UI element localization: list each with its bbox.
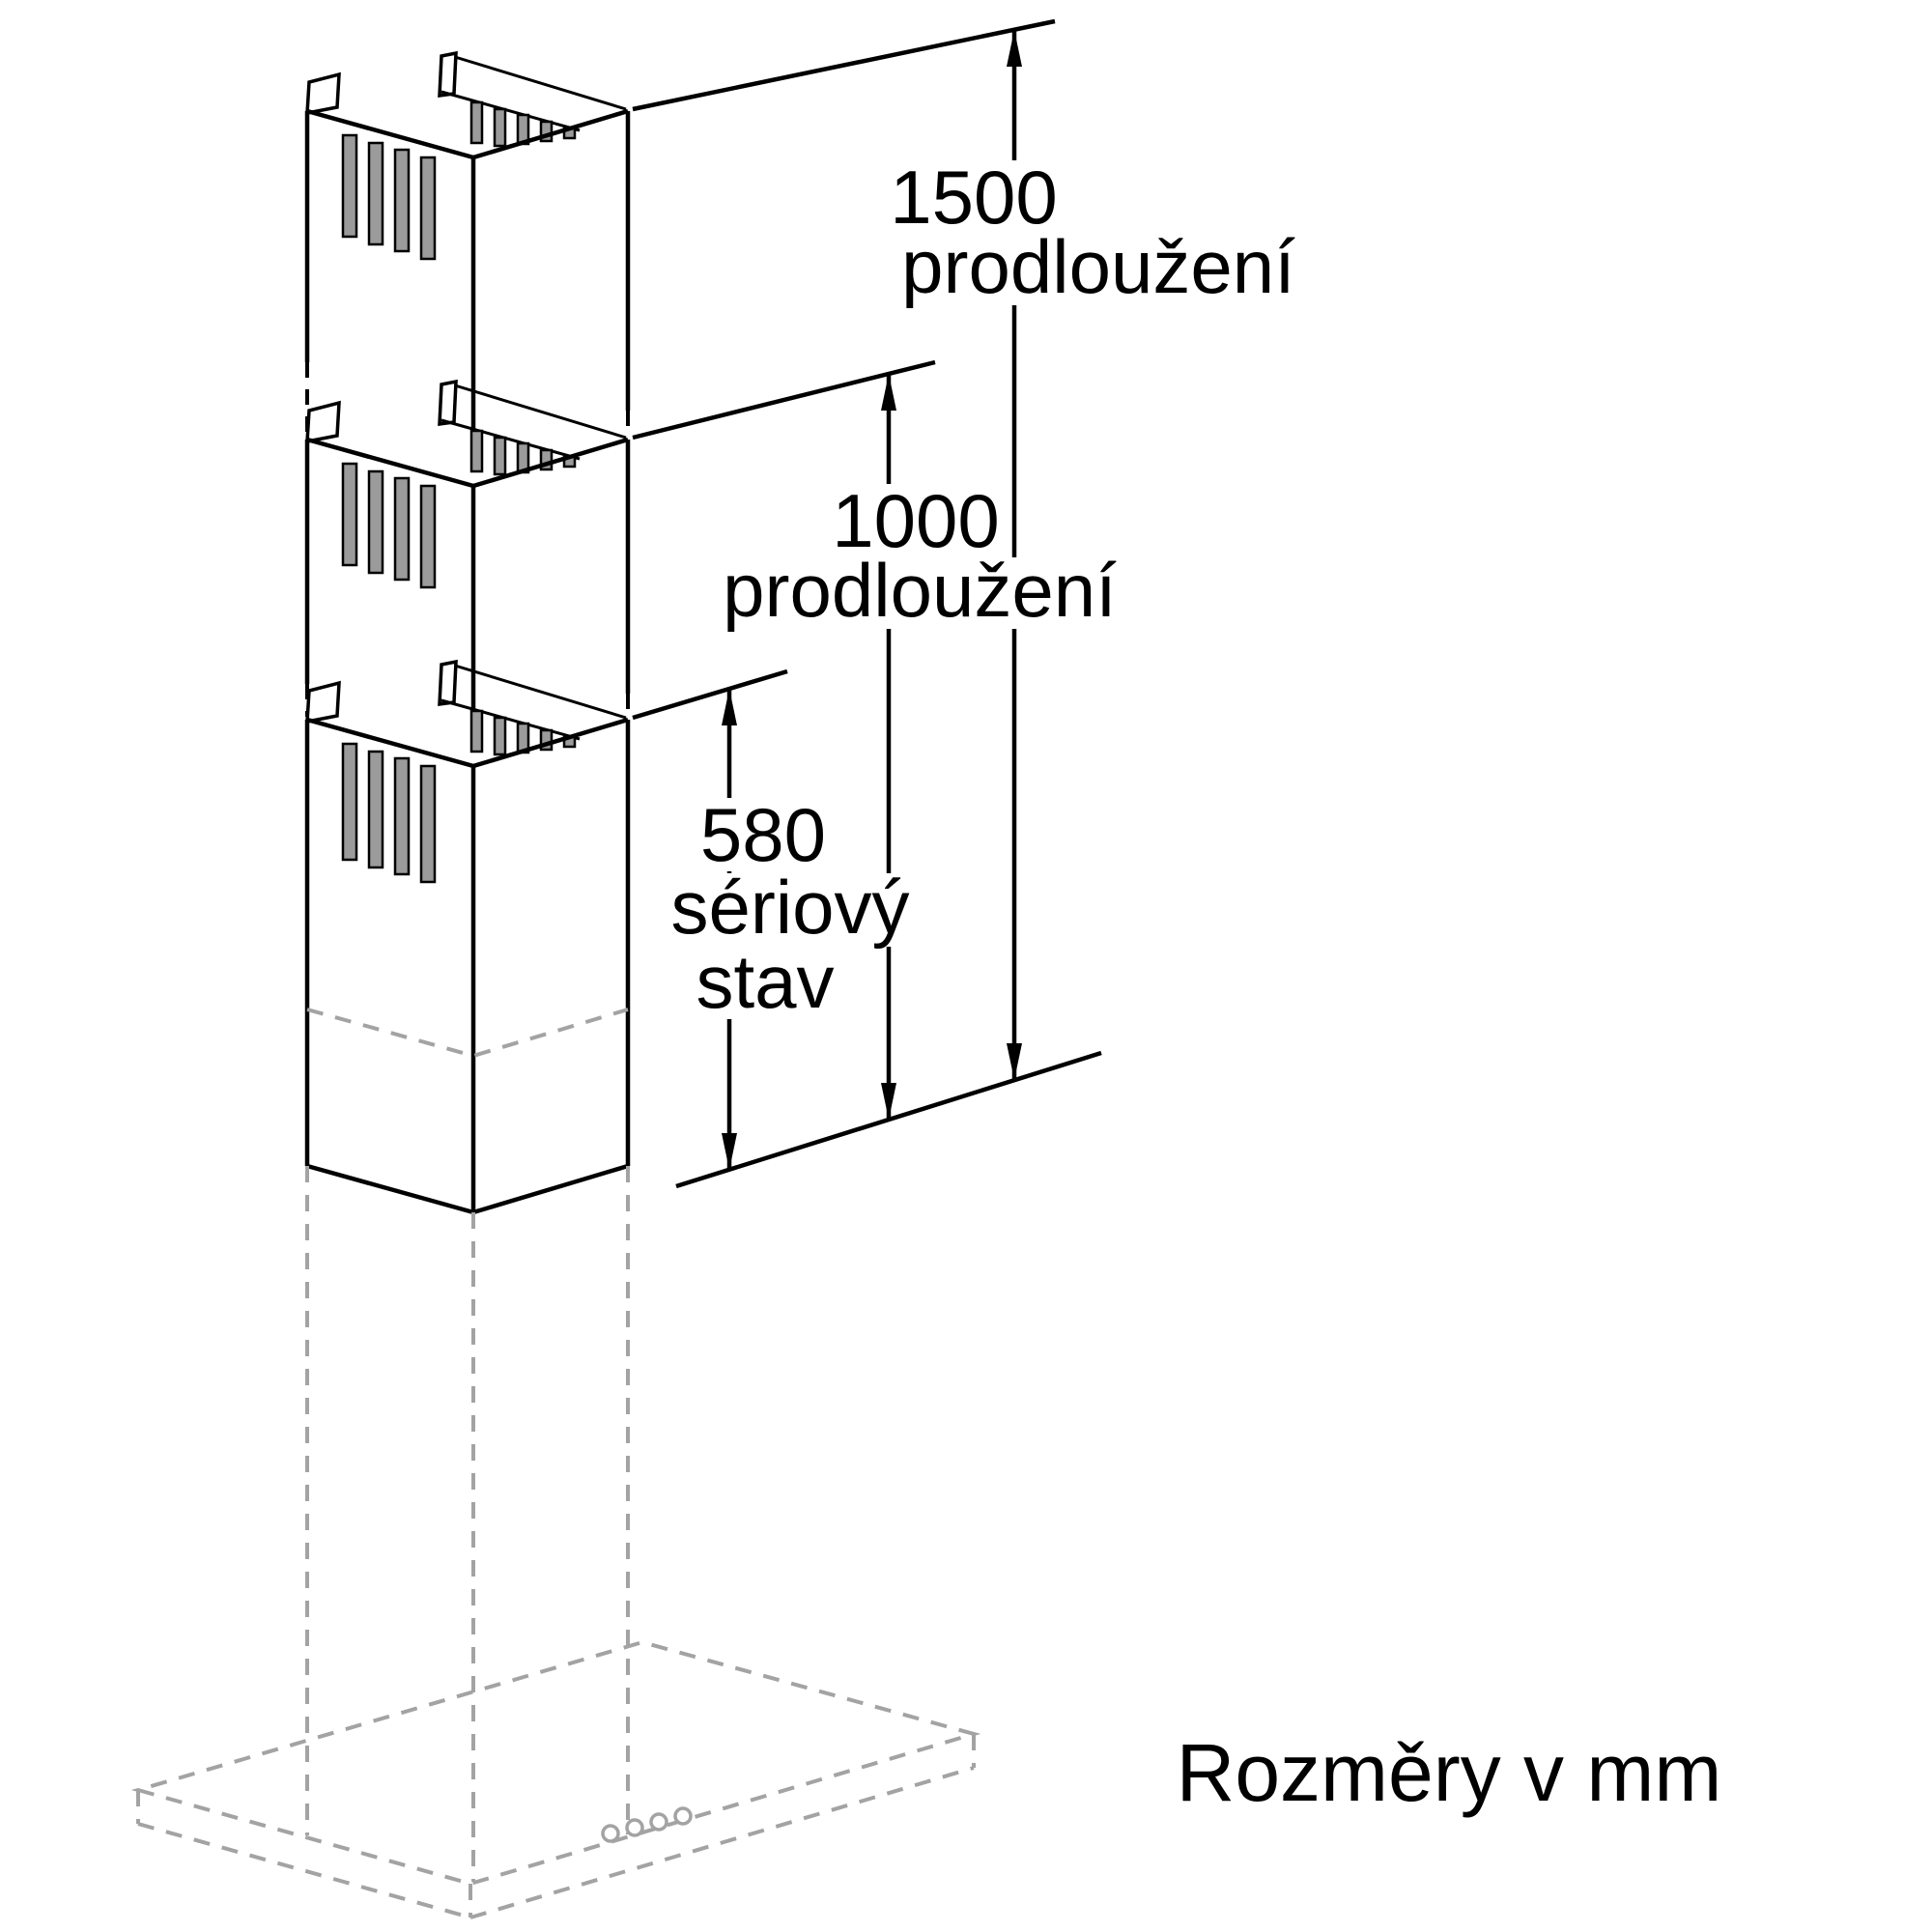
right-top-rim xyxy=(472,717,629,769)
label-background xyxy=(884,234,1314,305)
mounting-flap xyxy=(305,71,341,116)
dimension-value-580: 580 xyxy=(700,792,826,877)
inner-liner-rim xyxy=(440,90,581,132)
dimension-value-1000: 1000 xyxy=(832,478,1000,563)
right-top-rim xyxy=(472,437,629,489)
chimney-upper-extension-section xyxy=(304,50,631,502)
front-top-rim xyxy=(306,437,474,489)
inner-liner-rim xyxy=(440,418,581,461)
inner-duct-tab xyxy=(438,659,458,707)
vent-slot xyxy=(469,429,484,473)
vent-slot xyxy=(469,100,484,145)
front-vent-slots xyxy=(341,462,437,589)
vent-slot xyxy=(341,462,358,567)
vent-slot xyxy=(341,742,358,862)
arrowhead-down xyxy=(1007,1043,1022,1080)
dimension-1000: 1000 prodloužení xyxy=(632,359,1135,1120)
vent-slot xyxy=(539,728,554,752)
telescopic-inner-duct-ghost xyxy=(305,1008,630,1882)
front-vent-slots xyxy=(341,133,437,261)
mounting-flap xyxy=(305,680,341,724)
top-vent-slots xyxy=(469,100,577,148)
inner-liner-rim xyxy=(440,698,581,741)
dimension-value-1500: 1500 xyxy=(890,155,1058,240)
right-face xyxy=(473,720,628,1212)
dimension-caption-1500: prodloužení xyxy=(901,224,1295,309)
label-background xyxy=(887,160,1061,234)
vent-slot xyxy=(493,107,507,148)
hood-button xyxy=(649,1812,668,1832)
vent-slot xyxy=(493,436,507,476)
arrowhead-down xyxy=(722,1133,737,1170)
hood-top-face xyxy=(130,1639,981,1887)
back-rim-edge xyxy=(454,664,627,720)
chimney-standard-section xyxy=(304,659,631,1215)
dimension-caption-580-line2: stav xyxy=(696,939,834,1024)
extension-reference-line xyxy=(632,18,1056,112)
hood-button xyxy=(673,1806,693,1826)
chimney-middle-extension-section xyxy=(304,379,631,782)
hood-bottom-right-edge xyxy=(469,1766,975,1919)
dimension-caption-1000: prodloužení xyxy=(723,548,1117,633)
label-background xyxy=(696,798,832,871)
vent-slot xyxy=(341,133,358,239)
vent-slot xyxy=(419,484,437,589)
hood-button xyxy=(601,1824,620,1843)
right-face xyxy=(473,440,628,782)
vent-slot xyxy=(393,476,411,582)
vent-slot xyxy=(393,756,411,876)
extension-reference-line xyxy=(632,359,936,440)
vent-slot xyxy=(393,148,411,253)
arrowhead-down xyxy=(881,1083,896,1120)
inner-duct-tab xyxy=(438,379,458,427)
hood-control-buttons xyxy=(601,1806,693,1843)
vent-slot xyxy=(367,750,384,869)
front-vent-slots xyxy=(341,742,437,884)
dimension-580: 580 sériový stav xyxy=(632,668,928,1170)
arrowhead-up xyxy=(722,689,737,725)
right-top-rim xyxy=(472,108,629,160)
vent-slot xyxy=(367,469,384,575)
vent-slot xyxy=(419,764,437,884)
label-background xyxy=(705,557,1135,629)
front-top-rim xyxy=(306,108,474,160)
dimension-caption-580-line1: sériový xyxy=(670,865,909,950)
front-bottom-rim xyxy=(306,1163,474,1215)
label-background xyxy=(829,484,1003,557)
front-face xyxy=(307,111,473,502)
vent-slot xyxy=(469,709,484,753)
right-bottom-rim xyxy=(472,1163,629,1215)
dimension-1500: 1500 prodloužení xyxy=(632,18,1314,1080)
back-rim-edge xyxy=(454,55,627,111)
mounting-flap xyxy=(305,400,341,444)
vent-slot xyxy=(493,716,507,756)
vent-slot xyxy=(367,141,384,246)
front-face xyxy=(307,720,473,1212)
label-background xyxy=(653,873,928,947)
vent-slot xyxy=(419,156,437,261)
arrowhead-up xyxy=(1007,30,1022,67)
arrowhead-up xyxy=(881,374,896,411)
label-background xyxy=(686,946,845,1019)
units-note: Rozměry v mm xyxy=(1177,1727,1722,1818)
back-rim-edge xyxy=(454,384,627,440)
extension-reference-line xyxy=(632,668,788,721)
front-top-rim xyxy=(306,717,474,769)
vent-slot xyxy=(539,120,554,143)
hood-button xyxy=(625,1818,644,1837)
cooker-hood-ghost xyxy=(130,1639,981,1919)
vent-slot xyxy=(539,448,554,471)
right-face xyxy=(473,111,628,502)
inner-duct-tab xyxy=(438,50,458,99)
